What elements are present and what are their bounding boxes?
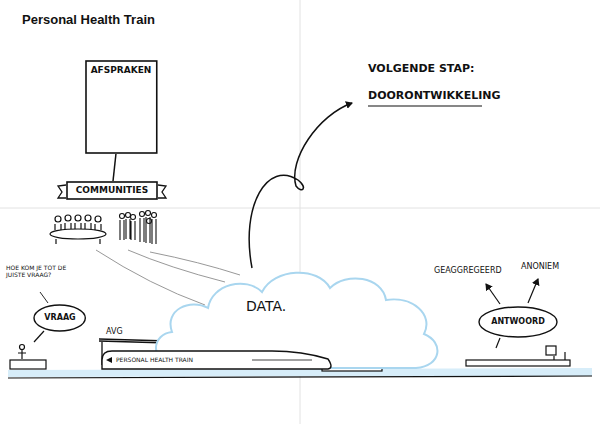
sketch-stroke: [120, 219, 135, 240]
sketch-stroke: [102, 351, 331, 369]
sketch-stroke: [56, 239, 100, 244]
data-cloud-text: DATA.: [246, 298, 286, 314]
sketch-stroke: [34, 331, 44, 342]
sketch-stroke: [106, 357, 112, 363]
communities-banner: COMMUNITIES: [66, 181, 158, 200]
sketch-stroke: [252, 360, 312, 361]
sketch-stroke: [85, 215, 91, 221]
gate-label: AVG: [106, 327, 123, 337]
sketch-stroke: [496, 338, 500, 348]
agreements-frame: AFSPRAKEN: [85, 60, 158, 154]
left-station: [10, 331, 46, 369]
next-step-text: DOORONTWIKKELING: [368, 89, 501, 102]
sketch-stroke: [95, 216, 101, 222]
sketch-stroke: [34, 305, 85, 331]
answer-bubble-text: ANTWOORD: [491, 317, 545, 326]
sketch-stroke: [150, 252, 240, 275]
sketch-stroke: [158, 185, 166, 198]
sketch-stroke: [58, 185, 66, 198]
anonymous-label: ANONIEM: [521, 262, 559, 272]
sketch-stroke: [131, 215, 136, 220]
sketch-stroke: [20, 345, 25, 350]
sketch-stroke: [479, 307, 557, 337]
sketch-stroke: [146, 211, 151, 216]
next-step-arrow: [249, 103, 352, 268]
sketch-stroke: [50, 229, 106, 239]
sketch-stroke: [546, 346, 556, 355]
sketch-stroke: [140, 217, 156, 244]
aggregated-label: GEAGGREGEERD: [434, 266, 502, 276]
sketch-stroke: [10, 360, 46, 369]
sketch-stroke: [67, 182, 157, 199]
people-at-table: [50, 215, 106, 244]
underline-stroke: [368, 105, 482, 106]
communities-banner-text: COMMUNITIES: [76, 185, 148, 195]
sketch-stroke: [486, 284, 500, 304]
agreements-frame-text: AFSPRAKEN: [91, 65, 152, 75]
question-bubble: VRAAG: [33, 304, 86, 332]
answer-bubble: ANTWOORD: [478, 306, 558, 338]
sketch-stroke: [0, 208, 600, 209]
sketch-stroke: [96, 250, 205, 305]
sketch-stroke: [147, 219, 152, 224]
question-leader: [40, 292, 48, 303]
sketch-stroke: [120, 214, 125, 219]
sketch-stroke: [18, 350, 26, 359]
next-step-heading: VOLGENDE STAP:: [368, 62, 474, 75]
sketch-stroke: [140, 212, 145, 217]
sketch-stroke: [65, 215, 71, 221]
health-train-text: PERSONAL HEALTH TRAIN: [116, 357, 193, 364]
sketch-stroke: [528, 279, 538, 303]
sketch-stroke: [152, 213, 157, 218]
track-line: [8, 376, 592, 378]
question-note: HOE KOM JE TOT DE JUISTE VRAAG?: [6, 264, 82, 278]
sketch-stroke: [55, 216, 61, 222]
question-bubble-text: VRAAG: [44, 313, 75, 322]
sketch-stroke: [126, 213, 131, 218]
sketch-stroke: [466, 360, 570, 366]
health-train: PERSONAL HEALTH TRAIN: [100, 350, 332, 370]
connector-line: [113, 154, 116, 181]
sketch-stroke: [86, 61, 157, 153]
diagram-title: Personal Health Train: [22, 12, 155, 28]
sketch-stroke: [55, 223, 101, 230]
people-groups: [120, 211, 157, 245]
sketch-stroke: [75, 215, 81, 221]
